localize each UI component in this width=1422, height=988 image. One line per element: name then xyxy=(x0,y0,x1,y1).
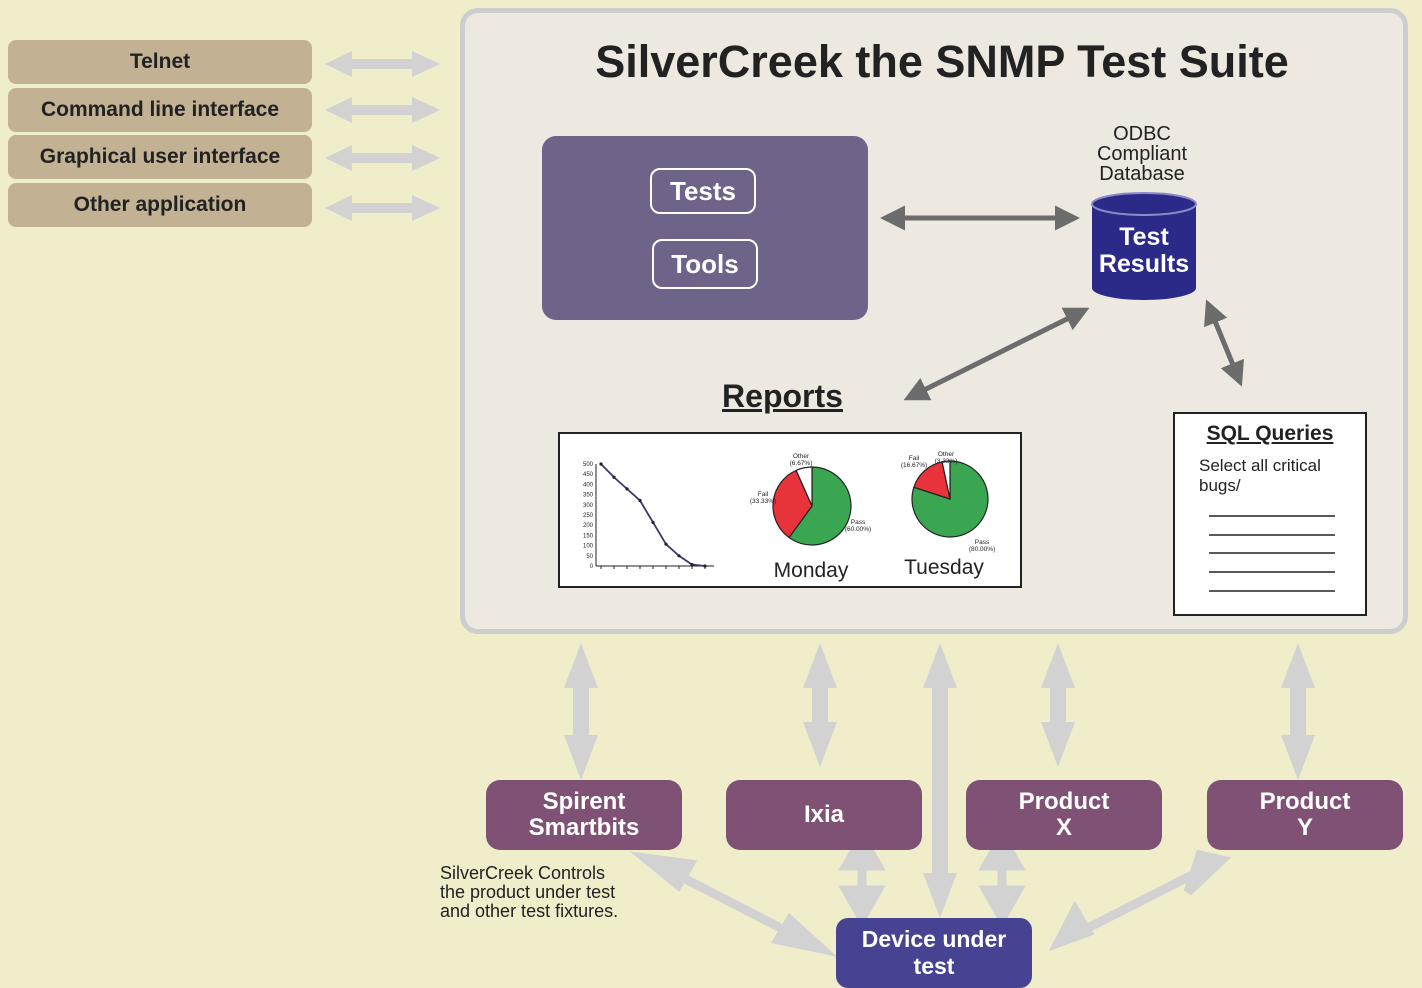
database-label: Test Results xyxy=(1098,223,1190,278)
line-chart-point xyxy=(612,475,616,479)
pie-slice-percent: (6.67%) xyxy=(790,460,813,467)
interface-arrow-3 xyxy=(325,145,440,171)
product-arrows xyxy=(564,643,1315,918)
report-charts: 500450400350300250200150100500Pass(60.00… xyxy=(583,451,995,582)
line-chart-series xyxy=(600,463,706,567)
pie-slice-other xyxy=(941,460,951,500)
line-chart-tick-label: 350 xyxy=(583,493,594,499)
arrow-dut-center xyxy=(923,643,957,918)
line-chart-tick-label: 500 xyxy=(583,462,594,468)
pie-slice-other xyxy=(795,466,813,507)
pie-slice-pass xyxy=(788,466,852,546)
pie-slice-label: Fail xyxy=(909,455,920,462)
tests-module: Tests xyxy=(650,168,756,214)
sql-lines xyxy=(1209,515,1335,592)
modules-box xyxy=(542,136,868,320)
pie-slice-percent: (33.33%) xyxy=(750,498,776,505)
line-chart-tick-label: 50 xyxy=(586,554,593,560)
sql-queries-panel: SQL Queries Select all critical bugs/ xyxy=(1173,412,1367,616)
arrow-ixia xyxy=(803,643,837,767)
database-cylinder-icon xyxy=(1091,192,1197,300)
line-chart-point xyxy=(599,462,603,466)
pie-slice-label: Other xyxy=(793,453,810,460)
interface-arrow-1 xyxy=(325,51,440,77)
line-chart-tick-label: 400 xyxy=(583,482,594,488)
sql-title: SQL Queries xyxy=(1206,422,1334,445)
pie-day-label: Monday xyxy=(774,559,849,582)
pie-slice-percent: (16.67%) xyxy=(901,462,927,469)
interface-arrow-4 xyxy=(325,195,440,221)
pie-slice-percent: (60.00%) xyxy=(845,526,871,533)
interface-telnet: Telnet xyxy=(8,40,312,84)
pie-slice-label: Other xyxy=(938,451,955,458)
tools-module: Tools xyxy=(652,239,758,289)
line-chart-tick-label: 0 xyxy=(590,564,594,570)
interface-other: Other application xyxy=(8,183,312,227)
device-arrows xyxy=(629,828,1232,957)
pie-day-label: Tuesday xyxy=(904,556,984,579)
pie-slice-label: Pass xyxy=(851,519,866,526)
interface-cli: Command line interface xyxy=(8,88,312,132)
line-chart-point xyxy=(690,562,694,567)
sql-text: Select all critical bugs/ xyxy=(1199,456,1321,495)
pie-slice-label: Pass xyxy=(975,539,990,546)
pie-slice-fail xyxy=(772,469,813,539)
line-chart-tick-label: 200 xyxy=(583,523,594,529)
interface-arrow-2 xyxy=(325,97,440,123)
line-chart-point xyxy=(638,498,642,503)
reports-title: Reports xyxy=(722,378,843,414)
interface-arrows xyxy=(325,51,440,221)
arrow-product-x xyxy=(1041,643,1075,767)
line-chart-point xyxy=(625,487,629,491)
line-chart-point xyxy=(677,554,681,558)
pie-slice-percent: (80.00%) xyxy=(969,546,995,553)
line-chart-tick-label: 250 xyxy=(583,513,594,519)
line-chart-point xyxy=(664,542,668,546)
line-chart-tick-label: 150 xyxy=(583,533,594,539)
database-caption: ODBC Compliant Database xyxy=(1096,123,1188,185)
line-chart-point xyxy=(651,520,655,524)
line-chart-tick-label: 300 xyxy=(583,503,594,509)
control-note: SilverCreek Controls the product under t… xyxy=(440,863,619,921)
arrow-product-y xyxy=(1281,643,1315,780)
suite-title: SilverCreek the SNMP Test Suite xyxy=(595,36,1289,87)
line-chart-tick-label: 450 xyxy=(583,472,594,478)
arrow-spirent xyxy=(564,643,598,780)
pie-slice-percent: (3.33%) xyxy=(935,458,958,465)
interface-gui: Graphical user interface xyxy=(8,135,312,179)
line-chart-tick-label: 100 xyxy=(583,544,594,550)
pie-slice-label: Fail xyxy=(758,491,769,498)
product-ixia: Ixia xyxy=(726,780,922,850)
